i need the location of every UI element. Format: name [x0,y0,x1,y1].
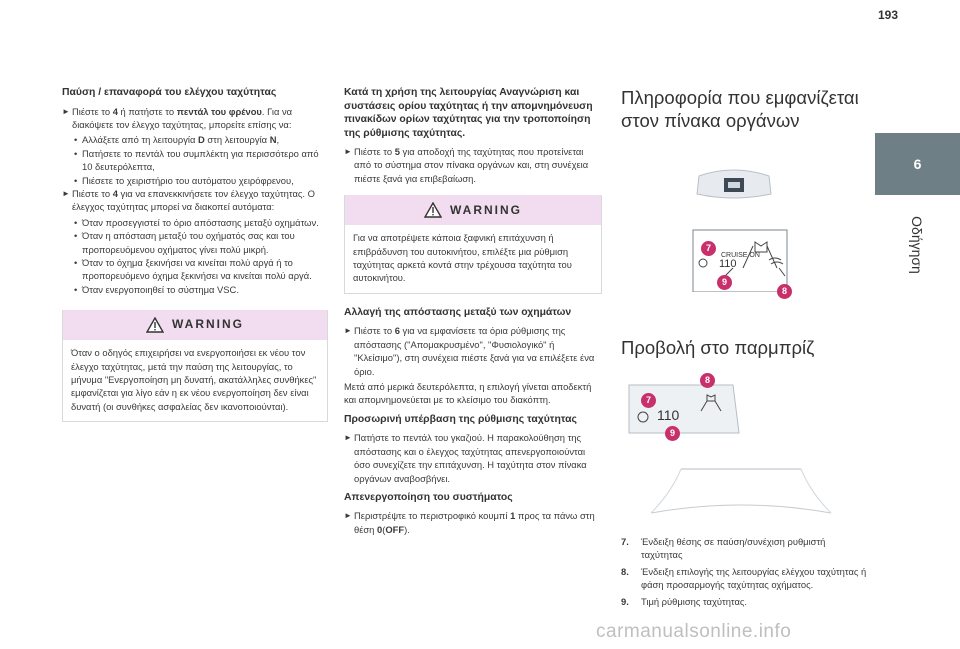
warning-box: WARNING Όταν ο οδηγός επιχειρήσει να ενε… [62,310,328,423]
warning-header: WARNING [63,310,327,341]
list-item: 7.Ένδειξη θέσης σε παύση/συνέχιση ρυθμισ… [621,536,826,561]
warning-text: Όταν ο οδηγός επιχειρήσει να ενεργοποιήσ… [71,347,317,412]
column-middle: Κατά τη χρήση της λειτουργίας Αναγνώριση… [344,86,602,538]
instrument-cluster-illustration [692,169,788,292]
head-up-display-illustration [621,375,867,523]
list-item: Όταν η απόσταση μεταξύ του οχήματός σας … [74,229,328,256]
warning-triangle-icon [424,202,442,218]
warning-box: WARNING Για να αποτρέψετε κάποια ξαφνική… [344,195,602,294]
list-item: Όταν προσεγγιστεί το όριο απόστασης μετα… [74,216,328,230]
column-right: Πληροφορία που εμφανίζεται στον πίνακα ο… [621,86,867,611]
paragraph-distance-note: Μετά από μερικά δευτερόλεπτα, η επιλογή … [344,380,592,406]
warning-title: WARNING [172,317,244,332]
section-heading-deactivate: Απενεργοποίηση του συστήματος [344,491,513,503]
list-item: Πιέσετε το χειριστήριο του αυτόματου χει… [74,174,328,188]
warning-triangle-icon [146,317,164,333]
callout-7: 7 [641,393,656,408]
cruise-status-text: CRUISE ON [721,252,760,259]
step-distance: Πιέστε το 6 για να εμφανίσετε τα όρια ρύ… [344,324,602,378]
section-heading-cluster: Πληροφορία που εμφανίζεται στον πίνακα ο… [621,87,859,131]
callout-8: 8 [700,373,715,388]
list-item: Όταν το όχημα ξεκινήσει να κινείται πολύ… [74,256,328,283]
callout-7: 7 [701,241,716,256]
bullet-list-pause: Αλλάξετε από τη λειτουργία D στη λειτουρ… [62,133,328,187]
callout-9: 9 [717,275,732,290]
section-heading-override: Προσωρινή υπέρβαση της ρύθμισης ταχύτητα… [344,413,577,425]
callout-legend: 7.Ένδειξη θέσης σε παύση/συνέχιση ρυθμισ… [621,535,867,608]
section-heading-speed-sign: Κατά τη χρήση της λειτουργίας Αναγνώριση… [344,87,593,139]
callout-9: 9 [665,426,680,441]
step-restart: Πιέστε το 4 για να επανεκκινήσετε τον έλ… [62,187,328,214]
cluster-speed-value: 110 [719,258,737,270]
section-heading-distance: Αλλαγή της απόστασης μεταξύ των οχημάτων [344,306,572,318]
list-item: 9.Τιμή ρύθμισης ταχύτητας. [621,595,748,607]
step-pause: Πιέστε το 4 ή πατήστε το πεντάλ του φρέν… [62,105,328,132]
section-heading-pause: Παύση / επαναφορά του ελέγχου ταχύτητας [62,87,277,98]
section-heading-hud: Προβολή στο παρμπρίζ [621,337,815,358]
column-left: Παύση / επαναφορά του ελέγχου ταχύτητας … [62,86,328,434]
page-number: 193 [878,8,899,22]
watermark: carmanualsonline.info [596,621,792,642]
instrument-cluster-figure: CRUISE ON 110 7 9 8 [621,142,867,299]
step-override: Πατήστε το πεντάλ του γκαζιού. Η παρακολ… [344,431,602,485]
step-accept-speed: Πιέστε το 5 για αποδοχή της ταχύτητας πο… [344,145,602,185]
chapter-title: Οδήγηση [909,216,925,274]
bullet-list-auto-pause: Όταν προσεγγιστεί το όριο απόστασης μετα… [62,216,328,297]
list-item: Όταν ενεργοποιηθεί το σύστημα VSC. [74,283,328,297]
warning-header: WARNING [345,195,601,226]
list-item: Πατήσετε το πεντάλ του συμπλέκτη για περ… [74,147,328,174]
callout-8: 8 [777,284,792,299]
step-deactivate: Περιστρέψτε το περιστροφικό κουμπί 1 προ… [344,509,602,536]
warning-text: Για να αποτρέψετε κάποια ξαφνική επιτάχυ… [353,232,572,284]
head-up-display-figure: 110 8 7 9 [621,373,867,523]
list-item: Αλλάξετε από τη λειτουργία D στη λειτουρ… [74,133,328,147]
list-item: 8.Ένδειξη επιλογής της λειτουργίας ελέγχ… [621,565,867,591]
warning-title: WARNING [450,202,522,217]
chapter-tab[interactable]: 6 [875,133,960,195]
hud-speed-value: 110 [657,407,680,423]
